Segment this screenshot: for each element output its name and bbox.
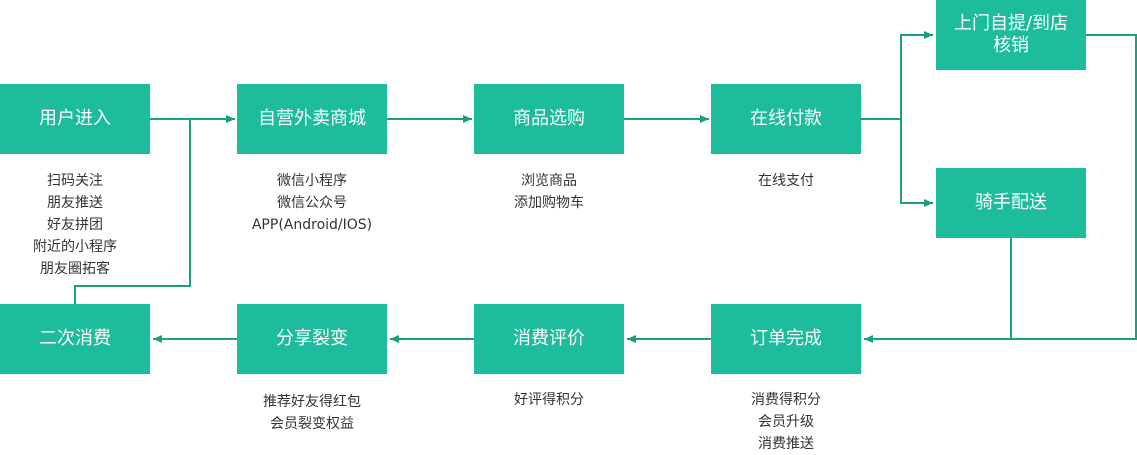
note-browse: 浏览商品 添加购物车	[449, 170, 649, 214]
note-line: 消费得积分	[751, 392, 821, 408]
note-line: 会员裂变权益	[270, 416, 354, 432]
note-line: APP(Android/IOS)	[251, 217, 373, 233]
note-line: 朋友推送	[47, 195, 103, 211]
note-share: 推荐好友得红包 会员裂变权益	[212, 391, 412, 435]
step-delivery: 骑手配送	[936, 168, 1086, 238]
line-repeat-to-mall	[74, 119, 191, 304]
note-line: 会员升级	[758, 414, 814, 430]
arrow-pay-to-pickup	[861, 31, 933, 120]
step-repeat: 二次消费	[0, 304, 150, 374]
step-share: 分享裂变	[237, 304, 387, 374]
step-user-entry: 用户进入	[0, 84, 150, 154]
note-line: 添加购物车	[514, 195, 584, 211]
note-user-entry: 扫码关注 朋友推送 好友拼团 附近的小程序 朋友圈拓客	[0, 170, 175, 280]
note-line: 微信公众号	[277, 195, 347, 211]
note-line: 消费推送	[758, 436, 814, 452]
step-order-done: 订单完成	[711, 304, 861, 374]
arrow-pay-to-delivery	[900, 119, 933, 207]
note-line: 微信小程序	[277, 173, 347, 189]
note-line: 朋友圈拓客	[40, 261, 110, 277]
note-line: 扫码关注	[47, 173, 103, 189]
note-review: 好评得积分	[449, 389, 649, 411]
note-line: 在线支付	[758, 173, 814, 189]
note-line: 附近的小程序	[33, 239, 117, 255]
step-pickup: 上门自提/到店 核销	[936, 0, 1086, 70]
step-pay: 在线付款	[711, 84, 861, 154]
note-pay: 在线支付	[686, 170, 886, 192]
note-line: 好评得积分	[514, 392, 584, 408]
step-mall: 自营外卖商城	[237, 84, 387, 154]
note-mall: 微信小程序 微信公众号 APP(Android/IOS)	[212, 170, 412, 236]
note-line: 好友拼团	[47, 217, 103, 233]
note-line: 推荐好友得红包	[263, 394, 361, 410]
step-browse: 商品选购	[474, 84, 624, 154]
arrow-pickup-to-order	[864, 34, 1137, 343]
note-order-done: 消费得积分 会员升级 消费推送	[686, 389, 886, 455]
note-line: 浏览商品	[521, 173, 577, 189]
step-review: 消费评价	[474, 304, 624, 374]
